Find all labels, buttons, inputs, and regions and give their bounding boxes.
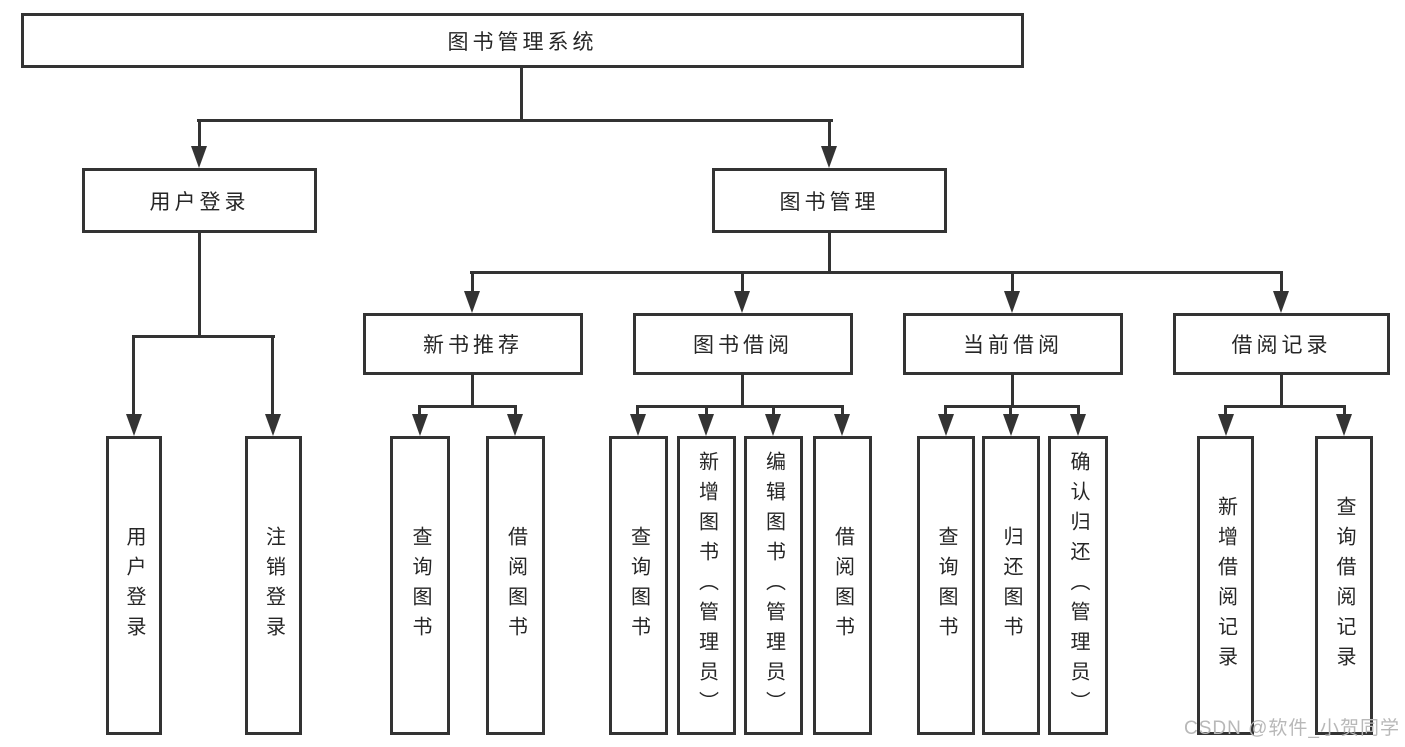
- connector-to-current-borrow: [1011, 271, 1014, 293]
- connector-to-g4b: [1009, 405, 1012, 416]
- node-borrow-records: 借阅记录: [1173, 313, 1390, 375]
- arrowhead-user-login: [191, 146, 207, 168]
- node-user-login: 用户登录: [82, 168, 317, 233]
- leaf-user-login: 用户登录: [106, 436, 162, 735]
- leaf-edit-books-admin: 编辑图书（管理员）: [744, 436, 803, 735]
- leaf-return-books-label: 归还图书: [1000, 525, 1022, 646]
- arrowhead-g3d: [834, 414, 850, 436]
- leaf-borrow-books-1-label: 借阅图书: [504, 525, 527, 646]
- arrowhead-book-management: [821, 146, 837, 168]
- leaf-add-books-admin-label: 新增图书（管理员）: [695, 450, 718, 721]
- leaf-query-books-3: 查询图书: [917, 436, 975, 735]
- connector-root-drop: [520, 68, 523, 121]
- connector-borrow-records-split: [1224, 405, 1345, 408]
- leaf-add-borrow-record: 新增借阅记录: [1197, 436, 1254, 735]
- leaf-add-borrow-record-label: 新增借阅记录: [1214, 495, 1237, 676]
- connector-root-split: [197, 119, 833, 122]
- connector-to-g3c: [772, 405, 775, 416]
- leaf-query-books-1: 查询图书: [390, 436, 450, 735]
- connector-user-login-drop: [198, 233, 201, 337]
- leaf-borrow-books-2-label: 借阅图书: [831, 525, 854, 646]
- arrowhead-g2b: [507, 414, 523, 436]
- node-borrow-records-label: 借阅记录: [1231, 334, 1332, 357]
- connector-new-book-split: [418, 405, 517, 408]
- leaf-logout-label: 注销登录: [262, 525, 285, 646]
- leaf-user-login-label: 用户登录: [123, 525, 145, 646]
- connector-to-g4a: [944, 405, 947, 416]
- connector-to-book-borrow: [741, 271, 744, 293]
- connector-to-g3d: [841, 405, 844, 416]
- leaf-add-books-admin: 新增图书（管理员）: [677, 436, 736, 735]
- connector-to-g5a: [1224, 405, 1227, 416]
- node-user-login-label: 用户登录: [149, 190, 250, 214]
- connector-to-borrow-records: [1280, 271, 1283, 293]
- arrowhead-current-borrow: [1004, 291, 1020, 313]
- leaf-borrow-books-1: 借阅图书: [486, 436, 545, 735]
- connector-to-g2a: [418, 405, 421, 416]
- connector-book-borrow-split: [636, 405, 844, 408]
- arrowhead-g5b: [1336, 414, 1352, 436]
- leaf-query-books-2-label: 查询图书: [627, 525, 650, 646]
- leaf-logout: 注销登录: [245, 436, 302, 735]
- arrowhead-new-book: [464, 291, 480, 313]
- leaf-borrow-books-2: 借阅图书: [813, 436, 872, 735]
- connector-level3-split: [470, 271, 1283, 274]
- node-root-label: 图书管理系统: [447, 30, 598, 54]
- connector-to-leaf-logout: [271, 335, 274, 415]
- node-book-borrow: 图书借阅: [633, 313, 853, 375]
- node-new-book-recommend-label: 新书推荐: [423, 334, 523, 357]
- leaf-confirm-return-admin: 确认归还（管理员）: [1048, 436, 1108, 735]
- leaf-confirm-return-admin-label: 确认归还（管理员）: [1067, 450, 1089, 721]
- arrowhead-g2a: [412, 414, 428, 436]
- connector-to-g4c: [1077, 405, 1080, 416]
- connector-to-g3b: [705, 405, 708, 416]
- leaf-edit-books-admin-label: 编辑图书（管理员）: [762, 450, 785, 721]
- connector-to-book-management: [828, 119, 831, 148]
- leaf-query-books-3-label: 查询图书: [935, 525, 957, 646]
- leaf-query-borrow-record: 查询借阅记录: [1315, 436, 1373, 735]
- csdn-watermark: CSDN @软件_小贺同学: [1184, 718, 1400, 739]
- arrowhead-g5a: [1218, 414, 1234, 436]
- connector-to-leaf-login: [132, 335, 135, 415]
- connector-current-borrow-drop: [1011, 375, 1014, 407]
- arrowhead-g4a: [938, 414, 954, 436]
- arrowhead-g4c: [1070, 414, 1086, 436]
- arrowhead-borrow-records: [1273, 291, 1289, 313]
- node-book-management-label: 图书管理: [779, 190, 880, 214]
- connector-borrow-records-drop: [1280, 375, 1283, 407]
- connector-to-user-login: [198, 119, 201, 148]
- leaf-query-books-1-label: 查询图书: [409, 525, 431, 646]
- arrowhead-g3c: [765, 414, 781, 436]
- node-book-borrow-label: 图书借阅: [693, 334, 793, 357]
- arrowhead-leaf-logout: [265, 414, 281, 436]
- leaf-return-books: 归还图书: [982, 436, 1040, 735]
- connector-to-g3a: [636, 405, 639, 416]
- connector-book-borrow-drop: [741, 375, 744, 407]
- connector-to-new-book: [471, 271, 474, 293]
- arrowhead-book-borrow: [734, 291, 750, 313]
- connector-to-g2b: [514, 405, 517, 416]
- connector-user-login-split: [132, 335, 275, 338]
- node-root: 图书管理系统: [21, 13, 1024, 68]
- connector-to-g5b: [1343, 405, 1346, 416]
- node-book-management: 图书管理: [712, 168, 947, 233]
- node-current-borrow-label: 当前借阅: [963, 334, 1063, 357]
- arrowhead-g4b: [1003, 414, 1019, 436]
- arrowhead-g3a: [630, 414, 646, 436]
- connector-book-management-drop: [828, 233, 831, 273]
- arrowhead-g3b: [698, 414, 714, 436]
- node-new-book-recommend: 新书推荐: [363, 313, 583, 375]
- leaf-query-borrow-record-label: 查询借阅记录: [1333, 495, 1355, 676]
- arrowhead-leaf-login: [126, 414, 142, 436]
- leaf-query-books-2: 查询图书: [609, 436, 668, 735]
- connector-current-borrow-split: [944, 405, 1080, 408]
- connector-new-book-drop: [471, 375, 474, 407]
- node-current-borrow: 当前借阅: [903, 313, 1123, 375]
